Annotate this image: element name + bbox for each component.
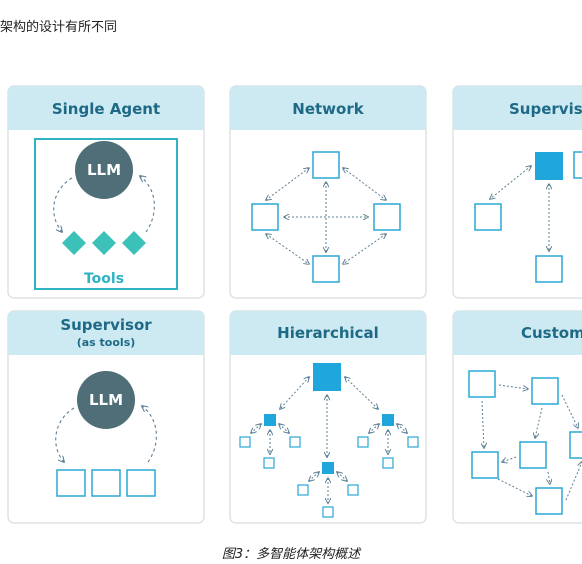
edge — [565, 462, 582, 501]
edge — [280, 377, 309, 409]
panel-supervisor-as-tools: Supervisor (as tools) LLM — [7, 310, 205, 524]
tool-diamond — [122, 231, 146, 255]
edge — [502, 456, 517, 462]
agent-tool-node — [91, 469, 121, 497]
agent-node — [251, 203, 279, 231]
agent-node — [312, 255, 340, 283]
agent-node — [535, 487, 563, 515]
edge — [266, 234, 309, 264]
panel-title-network: Network — [292, 100, 364, 118]
leaf-node — [239, 436, 251, 448]
agent-node — [573, 151, 582, 179]
tools-label: Tools — [84, 271, 124, 287]
leaf-node — [347, 484, 359, 496]
agent-frame — [34, 138, 178, 290]
tool-diamond — [62, 231, 86, 255]
agent-node — [474, 203, 502, 231]
panel-hierarchical: Hierarchical — [229, 310, 427, 524]
heading-text: 架构的设计有所不同 — [0, 20, 118, 35]
panel-title-supervisor: Supervisor — [509, 100, 582, 118]
edge — [490, 166, 531, 199]
llm-label: LLM — [89, 391, 123, 409]
agent-node — [535, 255, 563, 283]
panel-title-supervisor-tools: Supervisor — [60, 316, 152, 334]
agent-node — [531, 377, 559, 405]
panel-custom: Custom — [452, 310, 582, 524]
leaf-node — [289, 436, 301, 448]
leaf-node — [407, 436, 419, 448]
leaf-node — [357, 436, 369, 448]
llm-circle — [75, 141, 133, 199]
leaf-node — [382, 457, 394, 469]
top-supervisor-node — [313, 363, 341, 391]
agent-node — [468, 370, 496, 398]
agent-node — [471, 451, 499, 479]
agent-node — [569, 431, 582, 459]
panel-supervisor: Supervisor — [452, 85, 582, 299]
edge — [343, 234, 386, 264]
agent-tool-node — [56, 469, 86, 497]
loop-arrow-left — [55, 407, 75, 462]
edge — [498, 384, 528, 389]
panel-title-single-agent: Single Agent — [52, 100, 160, 118]
leaf-node — [263, 457, 275, 469]
llm-label: LLM — [87, 161, 121, 179]
edge — [535, 407, 543, 438]
mid-supervisor-node — [382, 414, 394, 426]
agent-node — [312, 151, 340, 179]
loop-arrow-right — [142, 406, 157, 463]
loop-arrow-right — [140, 176, 155, 233]
agent-node — [373, 203, 401, 231]
tool-diamond — [92, 231, 116, 255]
agent-tool-node — [126, 469, 156, 497]
panel-single-agent: Single Agent LLM Tools — [7, 85, 205, 299]
agent-node — [519, 441, 547, 469]
panel-subtitle-supervisor-tools: (as tools) — [77, 336, 136, 349]
panel-network: Network — [229, 85, 427, 299]
loop-arrow-left — [53, 177, 73, 232]
llm-circle — [77, 371, 135, 429]
leaf-node — [297, 484, 309, 496]
leaf-node — [322, 506, 334, 518]
mid-supervisor-node — [264, 414, 276, 426]
edge — [343, 168, 386, 200]
figure-caption: 图3：多智能体架构概述 — [221, 547, 361, 562]
panel-title-custom: Custom — [521, 324, 582, 342]
supervisor-node — [535, 152, 563, 180]
panel-title-hierarchical: Hierarchical — [277, 324, 379, 342]
mid-supervisor-node — [322, 462, 334, 474]
edge — [266, 168, 309, 200]
